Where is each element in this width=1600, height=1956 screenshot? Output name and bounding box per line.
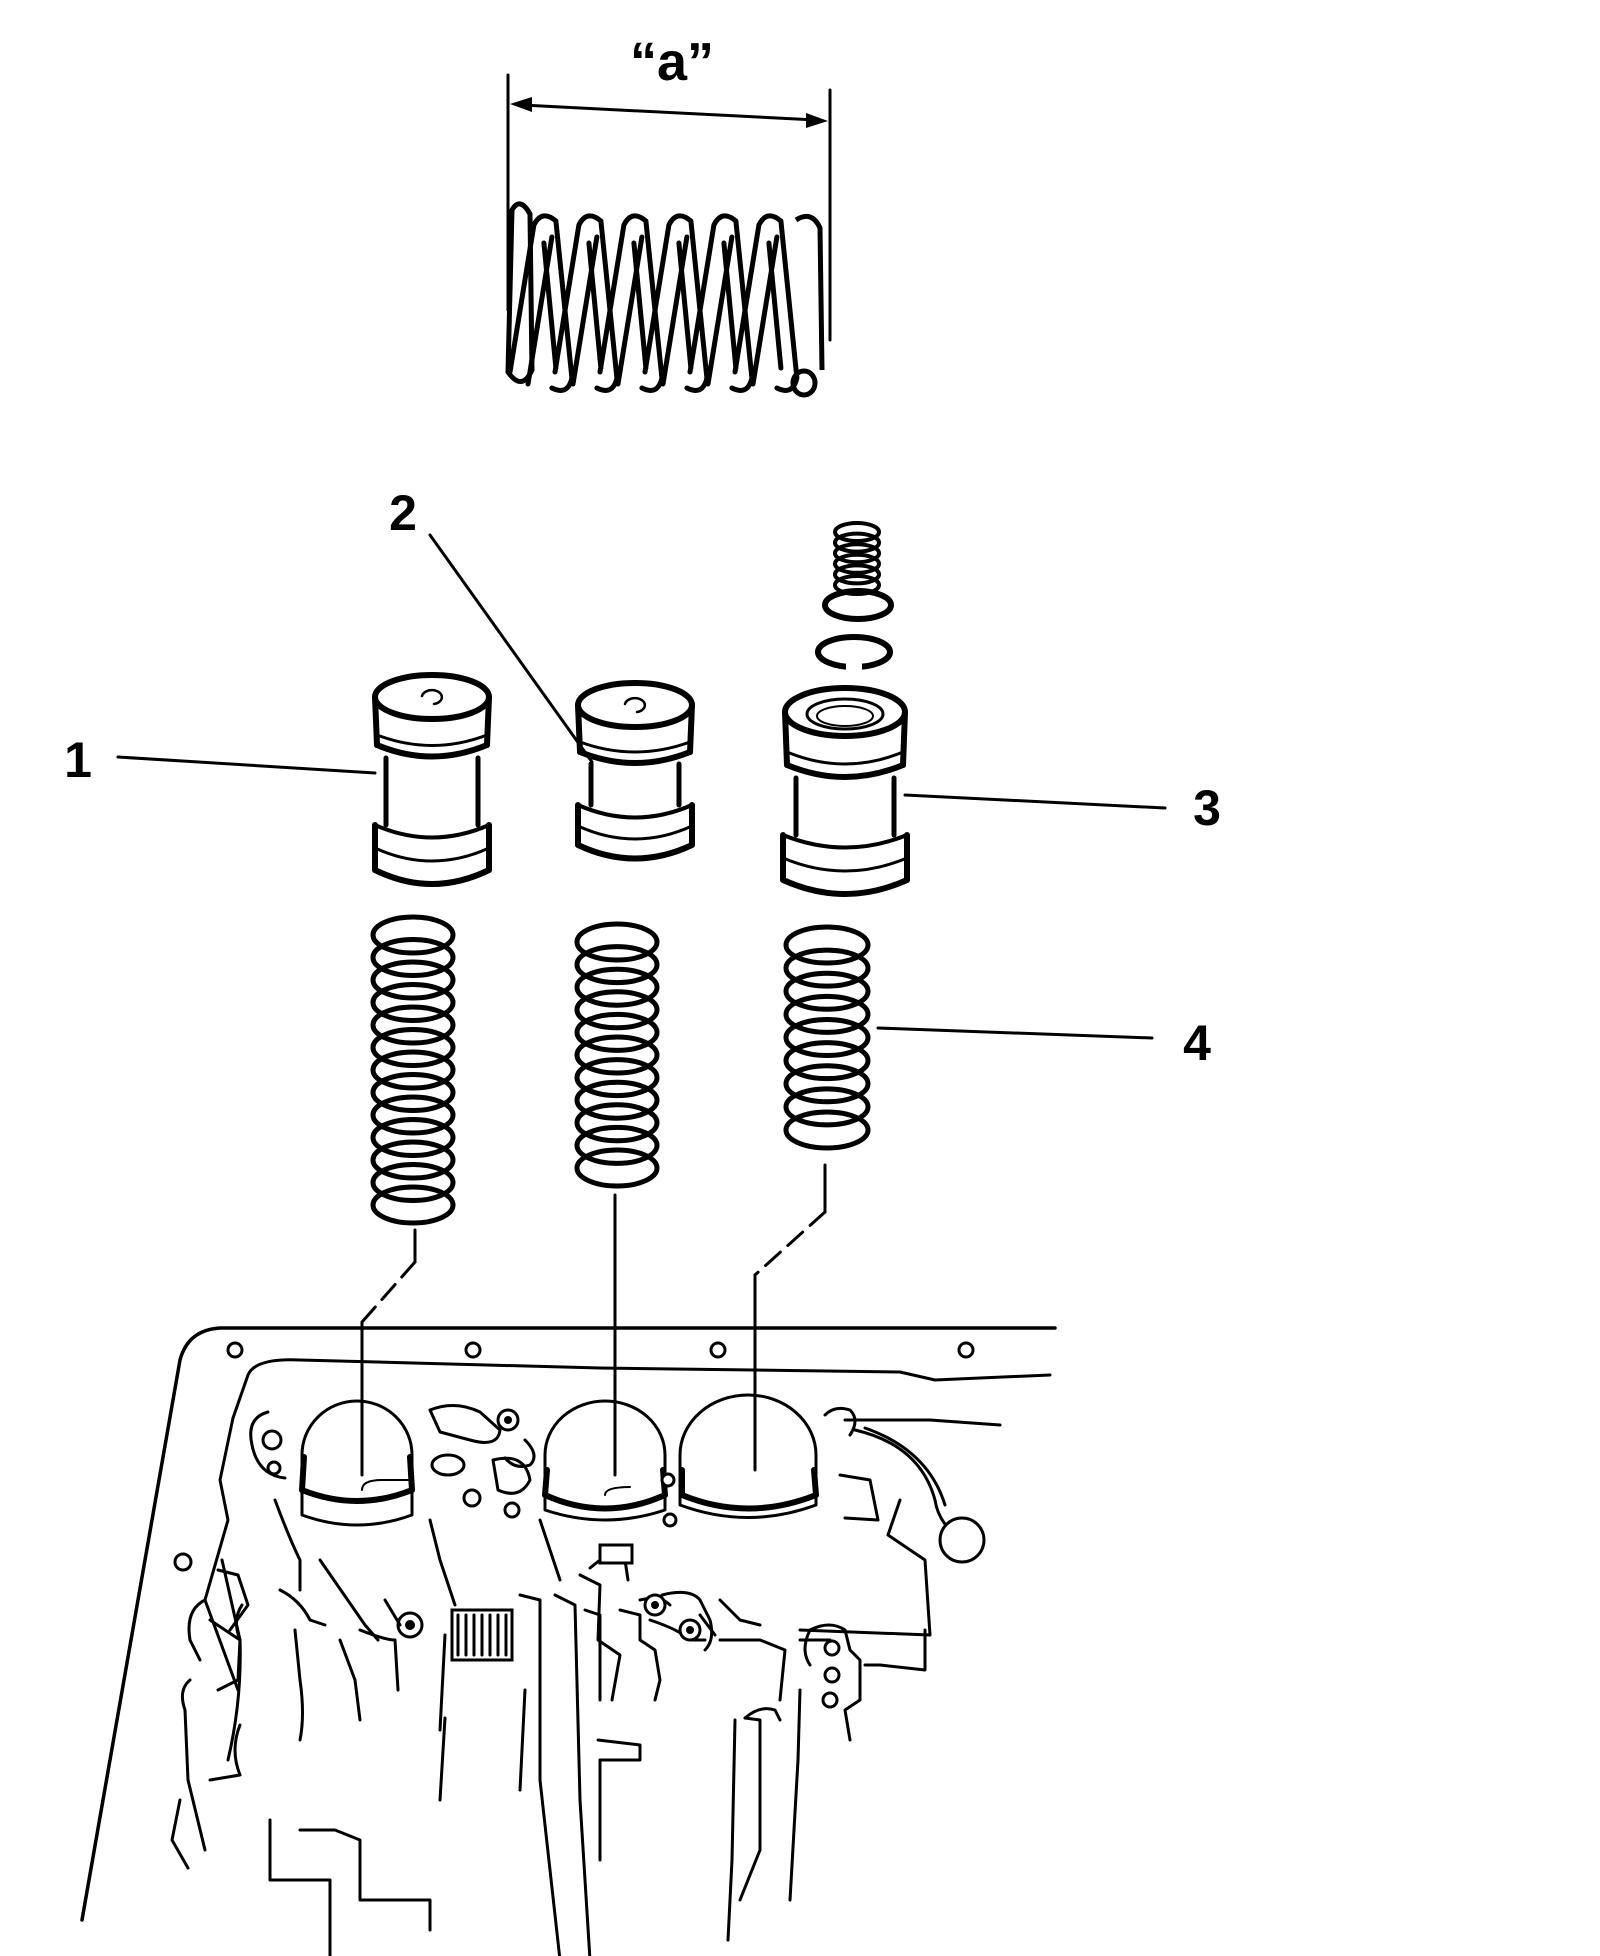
detent-lever xyxy=(518,1553,642,1956)
callout-1: 1 xyxy=(64,732,92,788)
callout-1-leader xyxy=(116,755,377,775)
piston-spring-3 xyxy=(783,924,871,1151)
free-length-spring xyxy=(505,201,825,398)
accumulator-piston-3 xyxy=(780,685,910,897)
callout-2: 2 xyxy=(389,485,417,541)
threaded-plug xyxy=(450,1608,514,1662)
callout-4: 4 xyxy=(1183,1015,1211,1071)
dimension-label-a: “a” xyxy=(630,32,714,92)
valve-tab xyxy=(598,1543,634,1565)
dimension-line xyxy=(520,103,818,122)
callout-3-leader xyxy=(903,793,1167,810)
accumulator-piston-1 xyxy=(372,672,492,887)
dimension-arrow-left xyxy=(510,97,532,112)
piston-spring-2 xyxy=(574,921,660,1189)
retainer-washer xyxy=(822,588,894,622)
inner-spring xyxy=(833,521,881,596)
dimension-arrow-right xyxy=(806,113,828,128)
callout-4-leader xyxy=(876,1026,1154,1040)
piston-spring-1 xyxy=(370,914,456,1226)
callout-2-leader xyxy=(428,533,594,764)
valve-body-housing xyxy=(80,1326,1057,1956)
installation-guide-lines xyxy=(360,1163,827,1477)
accumulator-piston-2 xyxy=(575,680,695,862)
callout-3: 3 xyxy=(1193,780,1221,836)
snap-ring xyxy=(815,634,893,672)
spring-free-length-detail: “a” xyxy=(505,32,832,398)
